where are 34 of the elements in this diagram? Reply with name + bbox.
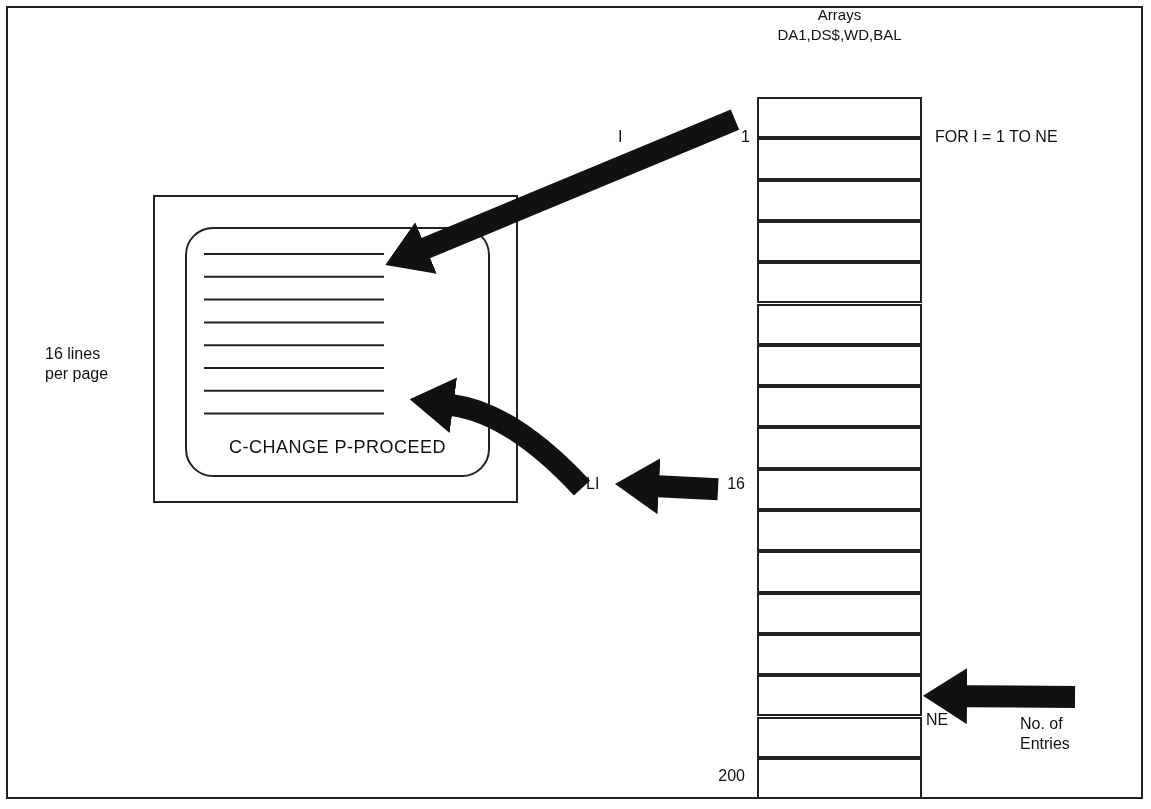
index-label: 1 [740, 127, 750, 147]
array-cell [757, 468, 922, 510]
array-cell [757, 262, 922, 304]
array-cell [757, 386, 922, 428]
array-cell [757, 179, 922, 221]
arrow [923, 668, 1076, 725]
note-text: No. of Entries [1020, 714, 1110, 758]
array-cell [757, 757, 922, 800]
loop-note: FOR I = 1 TO NE [935, 127, 1058, 147]
column-subheading: DA1,DS$,WD,BAL [776, 25, 903, 45]
array-cell [757, 138, 922, 180]
array-cell [757, 716, 922, 758]
arrow [615, 458, 719, 515]
array-cell [757, 344, 922, 387]
index-label: 200 [717, 766, 745, 786]
array-cell [757, 675, 922, 717]
array-cell [757, 510, 922, 552]
monitor-frame [153, 195, 518, 503]
index-label: NE [926, 710, 950, 730]
screen-prompt: C-CHANGE P-PROCEED [228, 437, 447, 457]
array-cell [757, 592, 922, 634]
arrow [385, 109, 740, 274]
variable-label: I [618, 127, 623, 147]
side-note: 16 lines per page [45, 344, 110, 384]
array-cell [757, 633, 922, 676]
screen [185, 227, 490, 477]
array-cell [757, 220, 922, 263]
array-cell [757, 97, 922, 139]
array-cell [757, 551, 922, 593]
column-heading: Arrays [816, 5, 863, 25]
array-cell [757, 427, 922, 469]
index-label: 16 [726, 474, 745, 494]
arrow [410, 377, 590, 496]
array-cell [757, 303, 922, 345]
